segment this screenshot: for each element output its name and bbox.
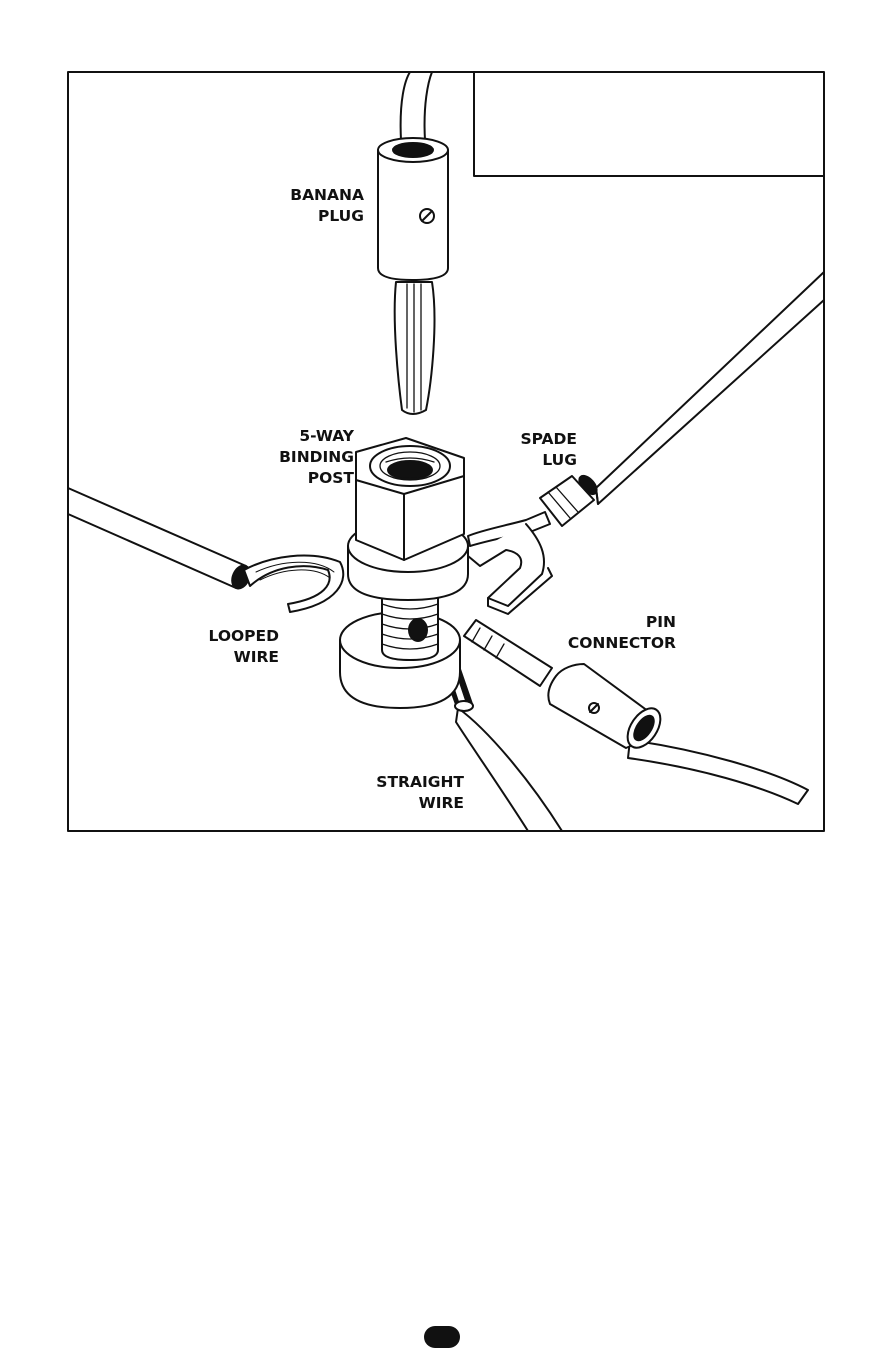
- label-spade-lug-line2: LUG: [542, 451, 577, 469]
- label-binding-post: 5-WAY BINDING POST: [279, 427, 355, 487]
- label-binding-post-line1: 5-WAY: [299, 427, 354, 445]
- label-spade-lug-line1: SPADE: [520, 430, 577, 448]
- label-looped-wire: LOOPED WIRE: [209, 627, 280, 666]
- label-straight-wire: STRAIGHT WIRE: [376, 773, 464, 812]
- label-straight-wire-line1: STRAIGHT: [376, 773, 464, 791]
- label-looped-wire-line2: WIRE: [234, 648, 279, 666]
- label-banana-plug-line2: PLUG: [318, 207, 364, 225]
- page-number-pill: [424, 1326, 460, 1348]
- label-spade-lug: SPADE LUG: [520, 430, 577, 469]
- banana-plug: [378, 72, 448, 414]
- label-banana-plug: BANANA PLUG: [290, 186, 364, 225]
- label-straight-wire-line2: WIRE: [419, 794, 464, 812]
- label-pin-connector: PIN CONNECTOR: [568, 613, 676, 652]
- label-looped-wire-line1: LOOPED: [209, 627, 280, 645]
- label-banana-plug-line1: BANANA: [290, 186, 364, 204]
- label-pin-connector-line2: CONNECTOR: [568, 634, 676, 652]
- looped-wire: [68, 488, 343, 612]
- label-binding-post-line2: BINDING: [279, 448, 354, 466]
- label-binding-post-line3: POST: [308, 469, 355, 487]
- label-pin-connector-line1: PIN: [646, 613, 676, 631]
- binding-post: [340, 438, 468, 708]
- callout-box: [474, 72, 824, 176]
